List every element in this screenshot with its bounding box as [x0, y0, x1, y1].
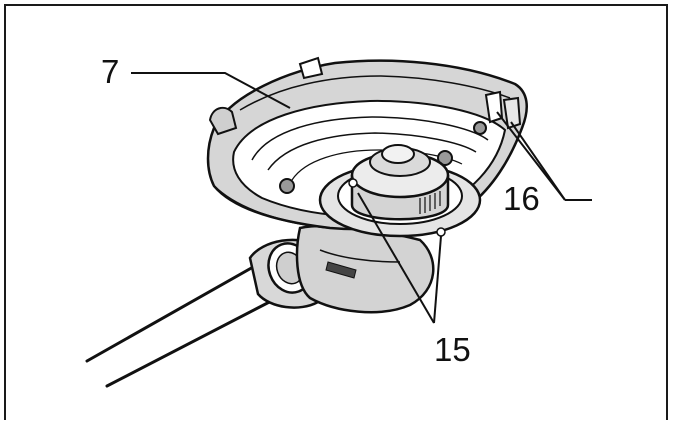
spool-head	[318, 144, 482, 238]
callout-7: 7	[101, 53, 120, 90]
leader-lines	[131, 72, 592, 324]
callout-16: 16	[503, 180, 540, 217]
callout-15: 15	[434, 331, 471, 368]
gear-housing	[295, 224, 435, 314]
shaft	[85, 260, 283, 388]
